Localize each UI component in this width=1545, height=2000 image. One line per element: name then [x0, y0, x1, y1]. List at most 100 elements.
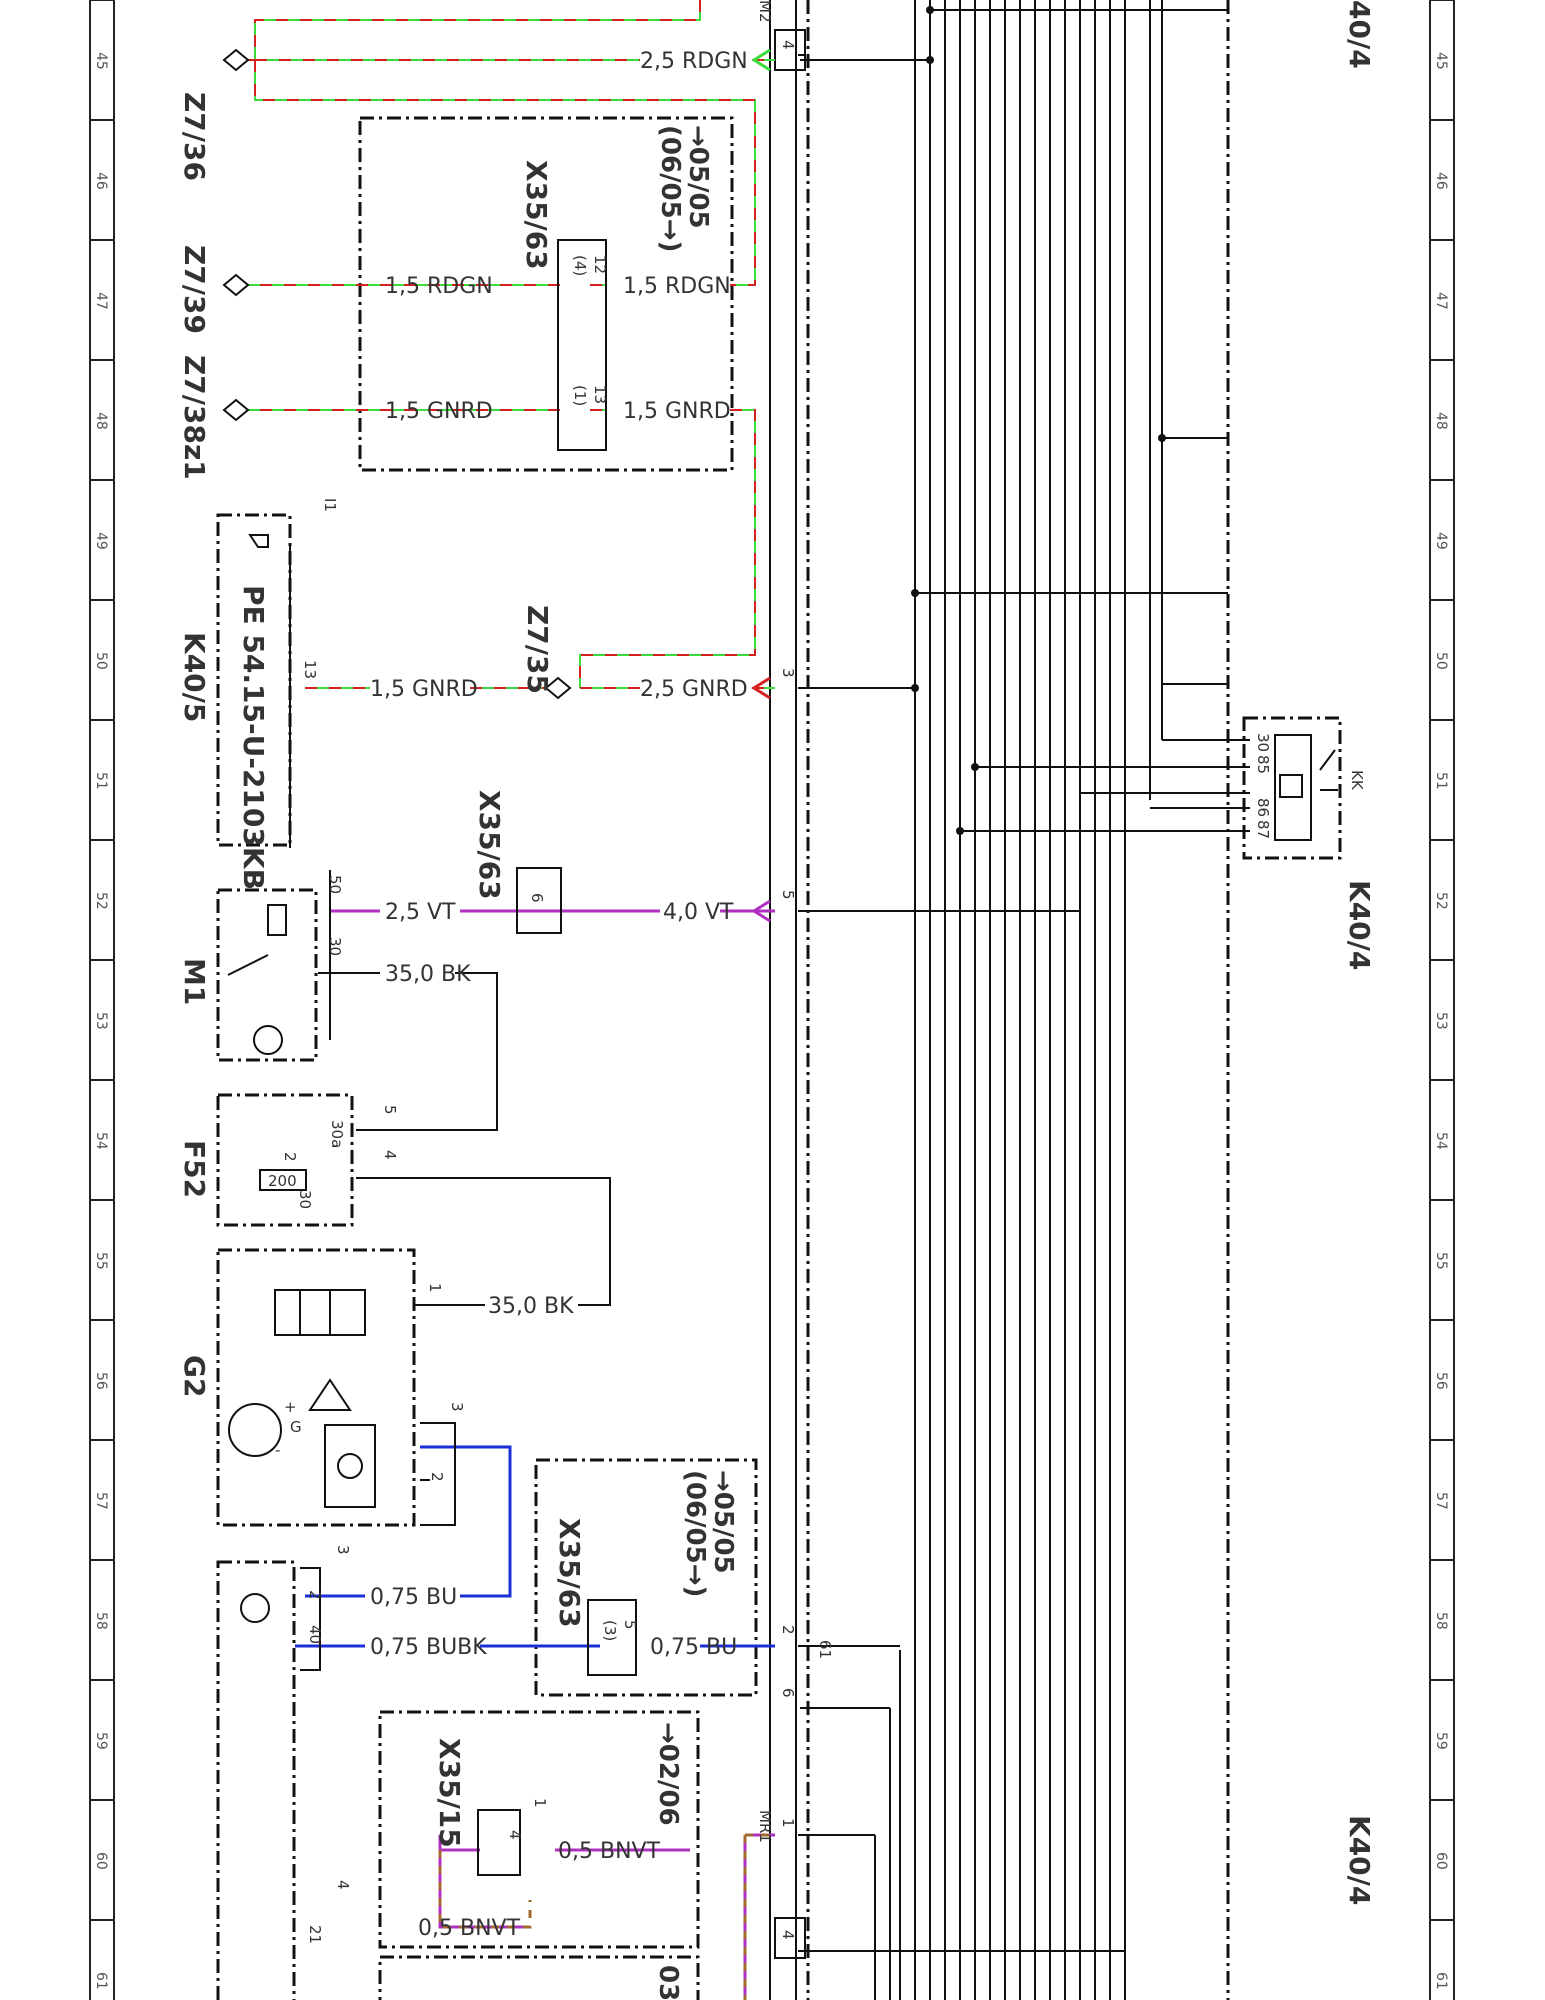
ruler-label: 55 [1433, 1252, 1449, 1270]
label-k40-5-part: PE 54.15-U-2103KB [237, 585, 270, 890]
pin-kk-86: 86 [1254, 798, 1272, 817]
pin-labels: 12 (4) 13 (1) 6 5 (3) 4 1 13 50 30 5 4 3… [268, 40, 1272, 1944]
label-k40-4-mid: K40/4 [1343, 880, 1376, 970]
note-series-a-1: →05/05 [683, 125, 713, 229]
ruler-label: 54 [1433, 1132, 1449, 1150]
connector-strip [774, 0, 806, 2000]
ruler-label: 57 [93, 1492, 109, 1510]
pin-cn-1: 1 [779, 1818, 797, 1828]
pin-cn-6: 6 [779, 1688, 797, 1698]
ruler-label: 51 [1433, 772, 1449, 790]
label-k40-4-bottom: K40/4 [1343, 1815, 1376, 1905]
g2-transistor-icon [337, 1453, 363, 1479]
wire-g2-1: 35,0 BK [488, 1294, 574, 1319]
pin-left-4: 4 [334, 1880, 352, 1890]
ruler-label: 61 [93, 1972, 109, 1990]
ruler-label: 58 [93, 1612, 109, 1630]
pin-m1-30: 30 [326, 937, 344, 956]
pin-cn-5: 5 [779, 890, 797, 900]
wire-vt-right: 4,0 VT [663, 900, 734, 925]
ruler-label: 58 [1433, 1612, 1449, 1630]
pin-left-3: 3 [334, 1545, 352, 1555]
pin-f52-30: 30 [296, 1190, 314, 1209]
wire-z738-right: 1,5 GNRD [623, 399, 731, 424]
kk-coil-icon [1279, 774, 1303, 798]
ruler-label: 55 [93, 1252, 109, 1270]
pin-x35-63c-5: 5 [621, 1620, 639, 1630]
series-notes: →05/05 (06/05→) →05/05 (06/05→) →02/06 0… [653, 125, 738, 2000]
bus-conductors [769, 0, 1250, 2000]
pin-g2-2: 2 [428, 1472, 446, 1482]
wire-bnvt-1: 0,5 BNVT [558, 1839, 661, 1864]
g2-regulator-icon [324, 1424, 376, 1508]
wire-z739-left: 1,5 RDGN [385, 274, 493, 299]
wire-bn [438, 1833, 775, 2000]
pin-kk-30: 30 [1254, 733, 1272, 752]
m1-motor-icon [253, 1025, 283, 1055]
pin-f52-5: 5 [381, 1105, 399, 1115]
ruler-label: 46 [93, 172, 109, 190]
x35-15-box-lower [378, 1955, 700, 2000]
wire-z739-right: 1,5 RDGN [623, 274, 731, 299]
pin-cn-2: 2 [779, 1625, 797, 1635]
ruler-label: 49 [1433, 532, 1449, 550]
pin-x35-63a-4: (4) [571, 255, 589, 276]
ruler-label: 61 [1433, 1972, 1449, 1990]
ruler-label: 48 [1433, 412, 1449, 430]
x35-15-box [378, 1710, 700, 1949]
ruler-label: 56 [93, 1372, 109, 1390]
pin-f52-4: 4 [381, 1150, 399, 1160]
ruler-label: 60 [93, 1852, 109, 1870]
label-k40-4-top: 40/4 [1343, 0, 1376, 69]
wire-bubk: 0,75 BUBK [370, 1635, 487, 1660]
label-x35-63-a: X35/63 [520, 160, 553, 270]
pin-x35-63a-1: (1) [571, 385, 589, 406]
f52-box [216, 1093, 354, 1227]
sensor-box [216, 1560, 296, 2000]
ruler-label: 47 [1433, 292, 1449, 310]
pin-f52-200: 200 [268, 1172, 297, 1190]
wire-rdgn [236, 0, 775, 689]
f52-resistor-icon [259, 1169, 307, 1191]
note-series-a-2: (06/05→) [655, 125, 685, 252]
pin-left-40: 40 [306, 1625, 324, 1644]
label-k40-5: K40/5 [178, 632, 211, 722]
label-i1: I1 [321, 498, 339, 512]
ruler-label: 49 [93, 532, 109, 550]
pin-g2-plus: + [284, 1398, 297, 1416]
x35-63-box-a [358, 116, 734, 472]
label-z7-38z1: Z7/38z1 [178, 355, 211, 480]
ruler-label: 46 [1433, 172, 1449, 190]
sensor-transistor-icon [240, 1593, 270, 1623]
k40-5-relay-icon [248, 534, 269, 548]
wire-bu-left: 0,75 BU [370, 1585, 457, 1610]
label-x35-63-b: X35/63 [473, 790, 506, 900]
page-frame [89, 0, 1455, 2000]
pin-g2-minus: - [275, 1441, 280, 1459]
wire-labels: 2,5 RDGN 1,5 RDGN 1,5 RDGN 1,5 GNRD 1,5 … [370, 49, 748, 1941]
wire-k405: 1,5 GNRD [370, 677, 478, 702]
component-labels: Z7/36 Z7/39 Z7/38z1 Z7/35 X35/63 X35/63 … [178, 0, 1376, 1905]
ruler-label: 53 [1433, 1012, 1449, 1030]
pin-x35-63b-6: 6 [528, 893, 546, 903]
ruler-label: 45 [1433, 52, 1449, 70]
note-series-b-2: (06/05→) [680, 1470, 710, 1597]
pin-x35-63a-13: 13 [591, 385, 609, 404]
wire-z736: 2,5 RDGN [640, 49, 748, 74]
pin-g2-3: 3 [448, 1402, 466, 1412]
ruler-label: 50 [1433, 652, 1449, 670]
wire-z738-left: 1,5 GNRD [385, 399, 493, 424]
label-m2: M2 [756, 0, 774, 23]
ruler-label: 59 [93, 1732, 109, 1750]
g2-diode-bridge-icon [274, 1289, 366, 1336]
ruler-label: 60 [1433, 1852, 1449, 1870]
pin-m1-50: 50 [326, 875, 344, 894]
ruler-label: 48 [93, 412, 109, 430]
ruler-label: 51 [93, 772, 109, 790]
note-series-c-2: 03 [653, 1965, 683, 2000]
wire-bu-right: 0,75 BU [650, 1635, 737, 1660]
pin-x35-15-4: 4 [506, 1830, 524, 1840]
label-f52: F52 [178, 1140, 211, 1198]
